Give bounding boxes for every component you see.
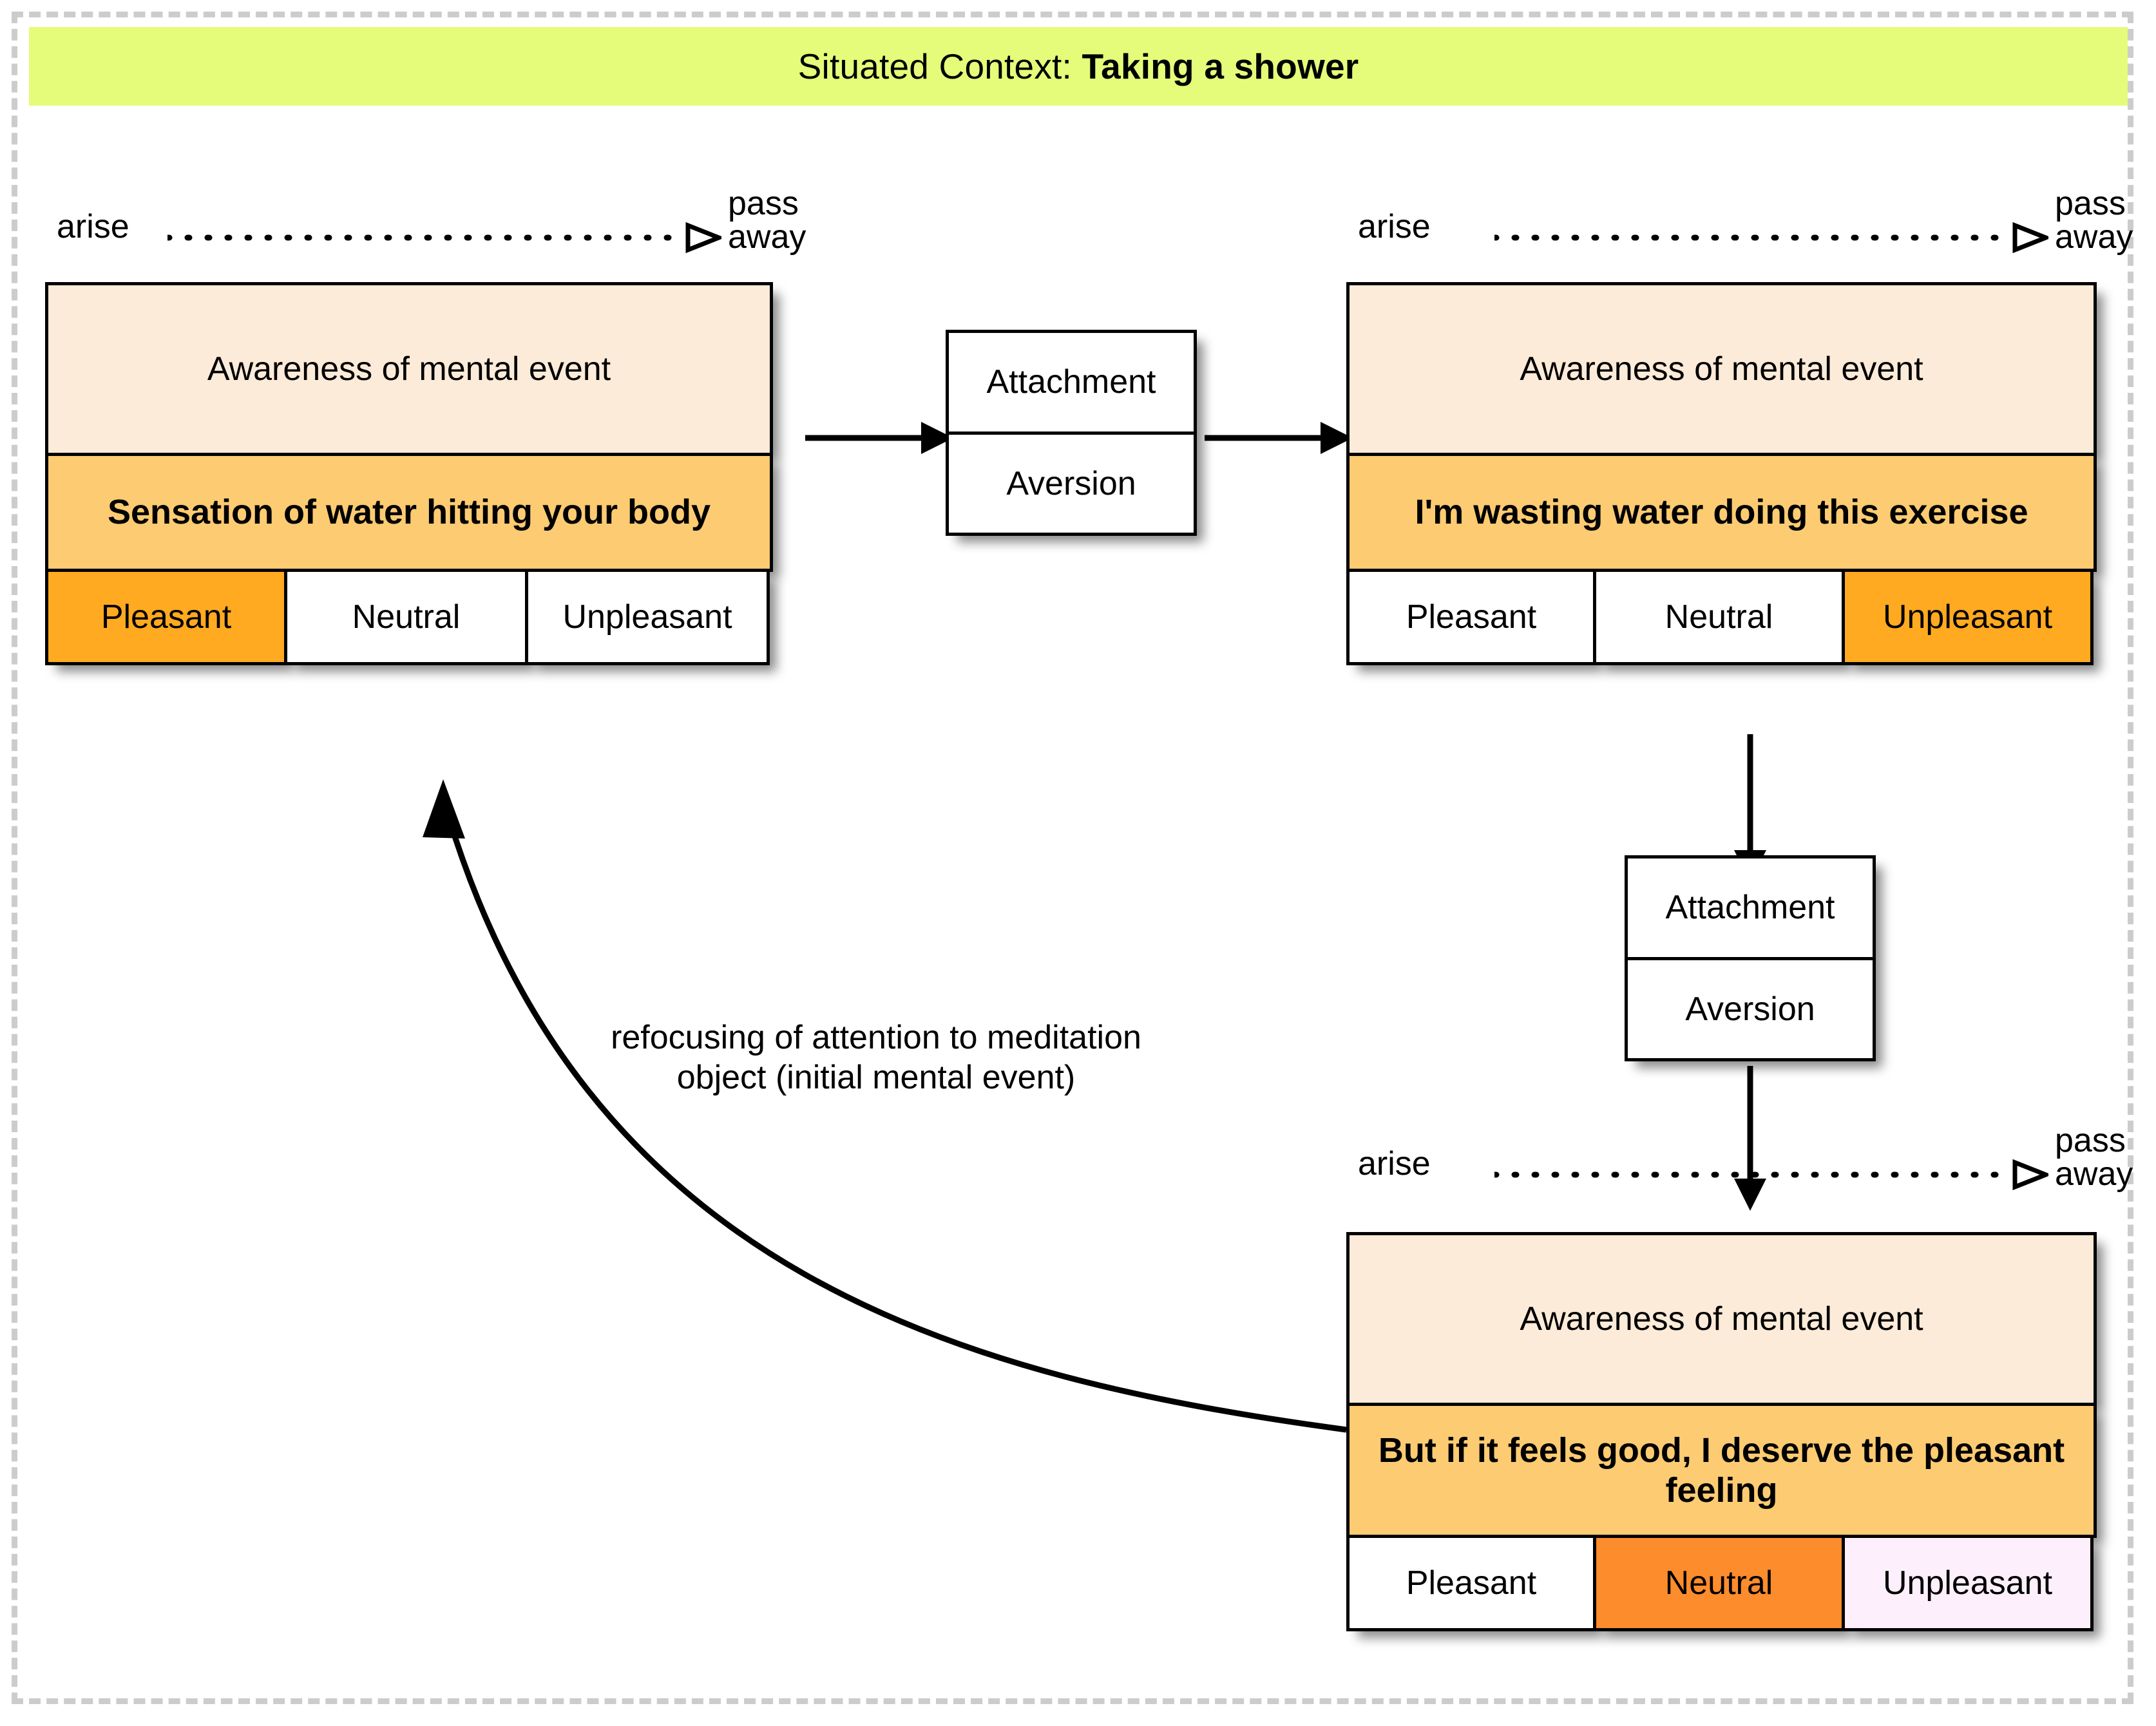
arise-to-pass-away-dotted-arrow-3 [1494, 1159, 2048, 1191]
awareness-box-1: Awareness of mental event [45, 282, 773, 456]
tone-cell-pleasant-1[interactable]: Pleasant [45, 569, 287, 665]
arrow-group1-to-reaction1 [805, 422, 953, 454]
sensation-box-2: I'm wasting water doing this exercise [1346, 453, 2097, 572]
attachment-cell-1[interactable]: Attachment [949, 333, 1194, 435]
arrow-reaction1-to-group2 [1205, 422, 1353, 454]
tone-cell-neutral-2[interactable]: Neutral [1593, 569, 1845, 665]
reaction-box-1: Attachment Aversion [946, 330, 1197, 536]
awareness-box-3: Awareness of mental event [1346, 1232, 2097, 1406]
situated-context-header: Situated Context: Taking a shower [29, 27, 2128, 106]
arise-to-pass-away-dotted-arrow-2 [1494, 222, 2048, 254]
tone-cell-neutral-1[interactable]: Neutral [284, 569, 528, 665]
arise-to-pass-away-dotted-arrow-1 [167, 222, 721, 254]
arise-label-1: arise [57, 208, 129, 245]
context-label: Situated Context: [797, 46, 1072, 86]
tone-cell-pleasant-3[interactable]: Pleasant [1346, 1535, 1596, 1631]
aversion-cell-2[interactable]: Aversion [1685, 990, 1815, 1028]
tone-row-3: Pleasant Neutral Unpleasant [1346, 1535, 2097, 1631]
context-value: Taking a shower [1082, 46, 1359, 86]
tone-cell-unpleasant-3[interactable]: Unpleasant [1842, 1535, 2094, 1631]
aversion-cell-1[interactable]: Aversion [1006, 464, 1136, 502]
tone-cell-pleasant-2[interactable]: Pleasant [1346, 569, 1596, 665]
reaction-box-2: Attachment Aversion [1625, 855, 1876, 1061]
tone-cell-unpleasant-2[interactable]: Unpleasant [1842, 569, 2094, 665]
sensation-box-3: But if it feels good, I deserve the plea… [1346, 1403, 2097, 1538]
awareness-box-2: Awareness of mental event [1346, 282, 2097, 456]
tone-cell-neutral-3[interactable]: Neutral [1593, 1535, 1845, 1631]
arise-label-3: arise [1358, 1145, 1431, 1182]
refocus-label: refocusing of attention to meditation ob… [611, 1019, 1141, 1097]
situated-context-frame [12, 12, 2133, 1704]
tone-cell-unpleasant-1[interactable]: Unpleasant [525, 569, 770, 665]
tone-row-2: Pleasant Neutral Unpleasant [1346, 569, 2097, 665]
arrow-reaction2-to-group3 [1734, 1066, 1766, 1211]
attachment-cell-2[interactable]: Attachment [1628, 858, 1873, 960]
arise-label-2: arise [1358, 208, 1431, 245]
sensation-box-1: Sensation of water hitting your body [45, 453, 773, 572]
refocus-curved-arrow [423, 779, 1347, 1433]
tone-row-1: Pleasant Neutral Unpleasant [45, 569, 773, 665]
